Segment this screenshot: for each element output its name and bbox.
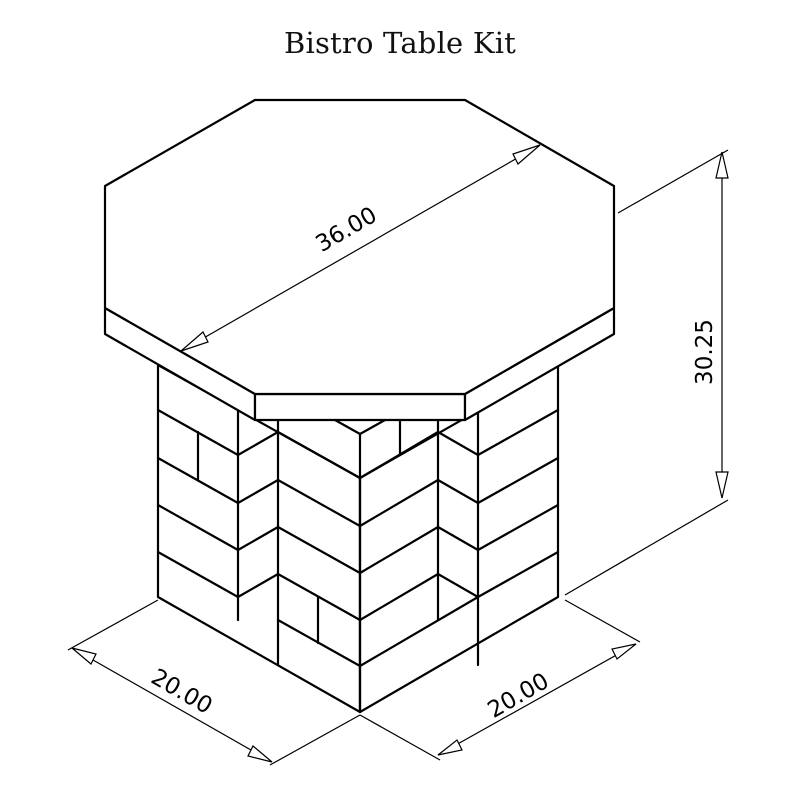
dimension-label-base-left: 20.00 (146, 664, 216, 719)
top-edge-front (253, 392, 467, 422)
dimension-label-base-right: 20.00 (483, 668, 553, 723)
octagon-table-top (103, 98, 616, 422)
dimension-label-height: 30.25 (692, 319, 718, 385)
dimension-height: 30.25 (564, 149, 729, 596)
top-surface (103, 98, 616, 396)
diagram-title: Bistro Table Kit (283, 26, 517, 60)
brick-base (156, 363, 560, 714)
